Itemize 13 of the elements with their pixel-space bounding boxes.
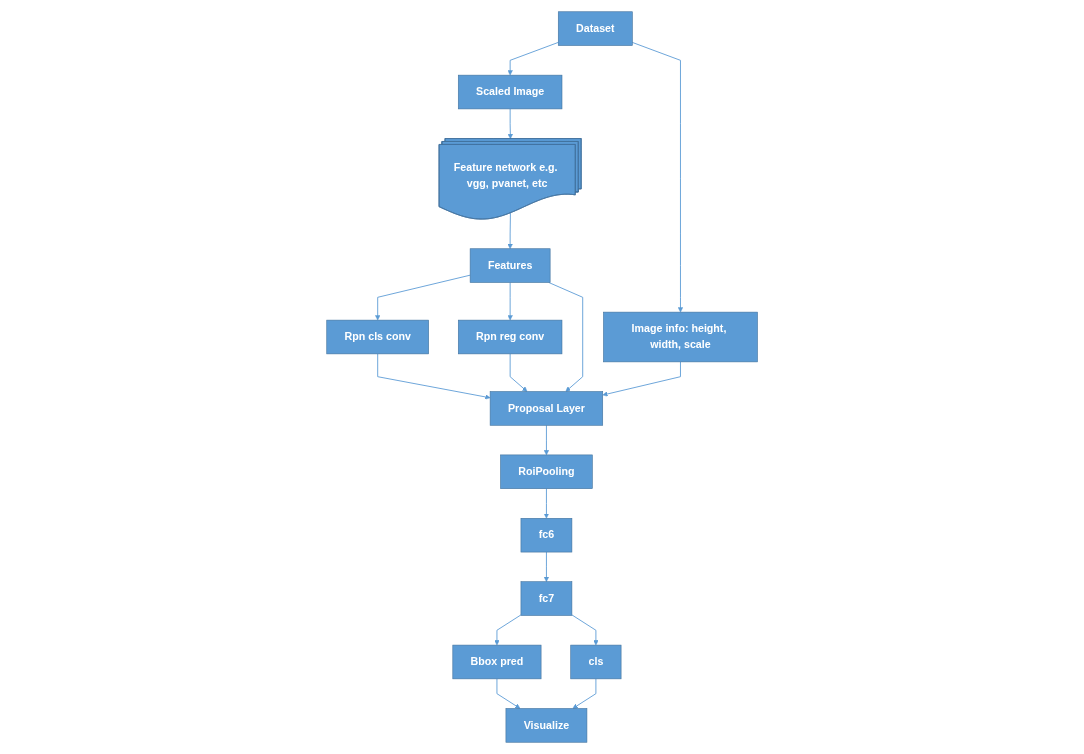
node-box: Rpn reg conv [457,319,563,355]
node-box: fc7 [520,581,573,616]
node-box: Rpn cls conv [326,319,429,355]
node-box: Scaled Image [457,74,563,110]
node-box: fc6 [520,518,573,553]
node-box: Dataset [557,11,633,46]
node-box: Proposal Layer [489,391,603,426]
node-box: Bbox pred [452,644,542,680]
node-box: Visualize [505,708,588,743]
node-box: Features [469,248,551,283]
node-box: cls [570,644,622,680]
node-box: Image info: height, width, scale [603,311,758,363]
node-box: RoiPooling [500,454,593,489]
